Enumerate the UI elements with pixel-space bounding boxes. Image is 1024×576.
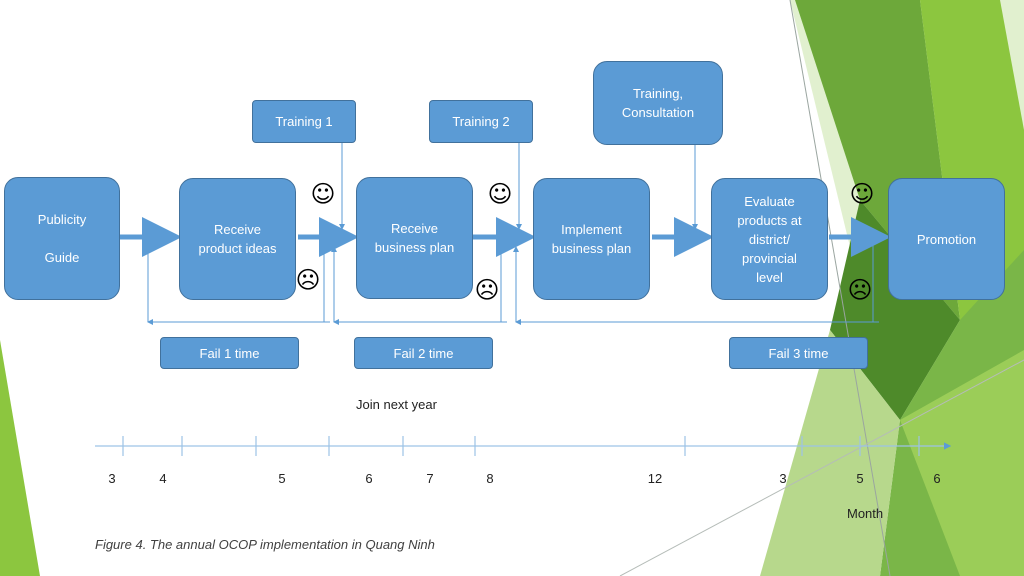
happy-face-icon: ☺ — [310, 180, 336, 208]
stage-label: Receive product ideas — [198, 222, 277, 256]
fail-1-box: Fail 1 time — [160, 337, 299, 369]
fail-3-box: Fail 3 time — [729, 337, 868, 369]
timeline-month-label: 7 — [426, 471, 434, 486]
stage-implement-business-plan: Implement business plan — [533, 178, 650, 300]
stage-receive-product-ideas: Receive product ideas — [179, 178, 296, 300]
timeline-month-label: 3 — [779, 471, 787, 486]
stage-label: Publicity Guide — [37, 212, 87, 265]
timeline-ticks — [122, 436, 920, 456]
timeline-month-label: 8 — [486, 471, 494, 486]
timeline-month-label: 6 — [365, 471, 373, 486]
fail-label: Fail 3 time — [768, 345, 829, 361]
decor-line — [789, 0, 891, 576]
happy-face-icon: ☺ — [487, 180, 513, 208]
training-label: Training 1 — [275, 114, 333, 129]
figure-caption: Figure 4. The annual OCOP implementation… — [95, 537, 435, 552]
stage-label: Receive business plan — [374, 221, 455, 255]
stage-label: Evaluate products at district/ provincia… — [737, 193, 802, 285]
stage-evaluate-products: Evaluate products at district/ provincia… — [711, 178, 828, 300]
sad-face-icon: ☹ — [474, 276, 500, 304]
stage-promotion: Promotion — [888, 178, 1005, 300]
timeline-month-label: 5 — [278, 471, 286, 486]
happy-face-icon: ☺ — [849, 180, 875, 208]
join-next-year-label: Join next year — [356, 397, 437, 412]
fail-label: Fail 2 time — [393, 345, 454, 361]
sad-face-icon: ☹ — [295, 266, 321, 294]
decor-green-shape — [760, 330, 900, 576]
training-label: Training, Consultation — [621, 86, 695, 120]
fail-label: Fail 1 time — [199, 345, 260, 361]
timeline-month-label: 4 — [159, 471, 167, 486]
sad-face-icon: ☹ — [847, 276, 873, 304]
decor-green-shape — [0, 340, 40, 576]
timeline-unit-label: Month — [847, 506, 884, 521]
stage-label: Promotion — [916, 231, 977, 247]
timeline-month-label: 5 — [856, 471, 864, 486]
timeline-month-label: 6 — [933, 471, 941, 486]
training-1-box: Training 1 — [252, 100, 356, 143]
decor-line — [619, 359, 1024, 576]
stage-receive-business-plan: Receive business plan — [356, 177, 473, 299]
timeline-month-label: 3 — [108, 471, 116, 486]
decor-green-shape — [900, 350, 1024, 576]
training-consultation-box: Training, Consultation — [593, 61, 723, 145]
training-2-box: Training 2 — [429, 100, 533, 143]
training-label: Training 2 — [452, 114, 510, 129]
stage-publicity-guide: Publicity Guide — [4, 177, 120, 300]
fail-2-box: Fail 2 time — [354, 337, 493, 369]
stage-label: Implement business plan — [551, 222, 632, 256]
timeline-month-label: 12 — [647, 471, 663, 486]
